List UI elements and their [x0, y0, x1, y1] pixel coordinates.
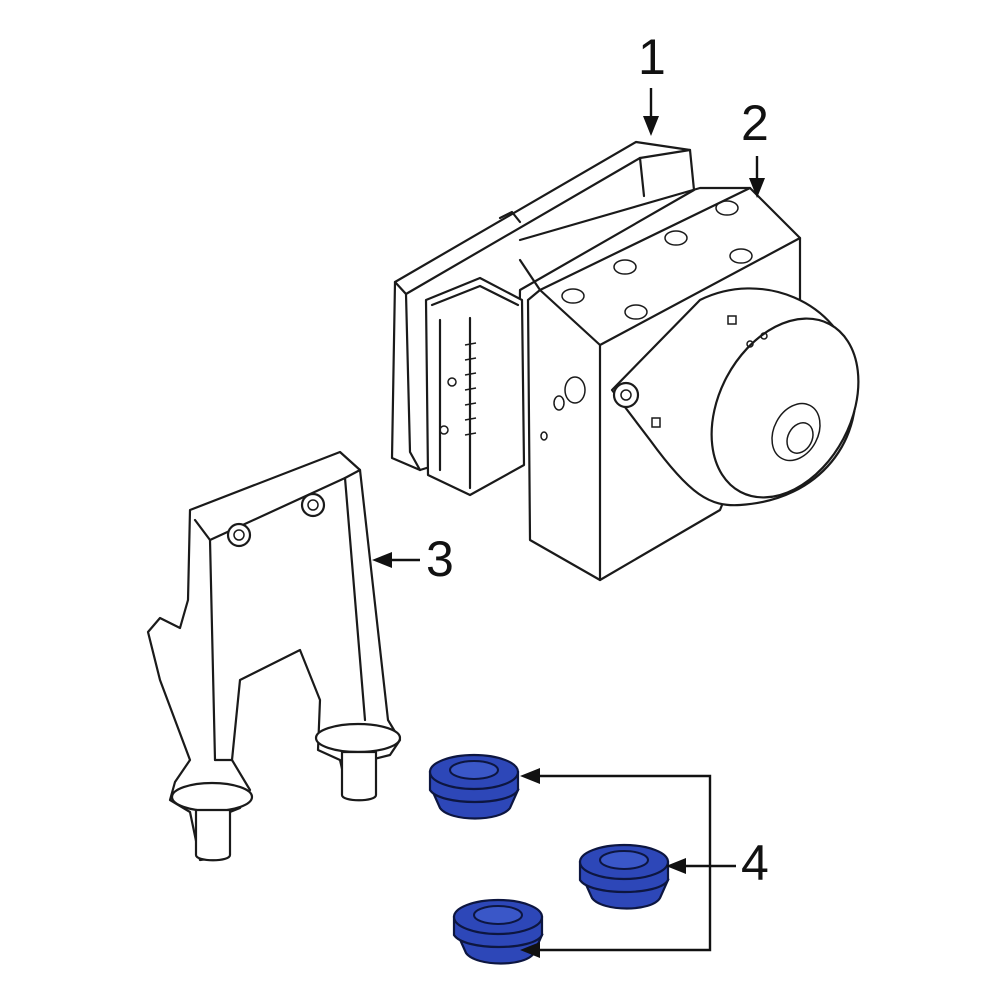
leader-arrow-2: [749, 156, 765, 198]
grommet-2: [578, 843, 670, 910]
leader-arrow-4-bracket: [520, 768, 736, 958]
grommet-3: [452, 898, 544, 965]
grommet-1: [428, 753, 520, 820]
callout-number-4: 4: [741, 835, 769, 891]
leader-arrow-3: [372, 552, 420, 568]
callout-number-3: 3: [426, 531, 454, 587]
mounting-bracket: [146, 450, 402, 862]
callout-number-2: 2: [741, 95, 769, 151]
hydraulic-unit: [518, 186, 860, 582]
port-holes: [561, 200, 753, 320]
leader-arrow-1: [643, 88, 659, 136]
callout-number-1: 1: [638, 29, 666, 85]
control-module: [390, 140, 696, 497]
